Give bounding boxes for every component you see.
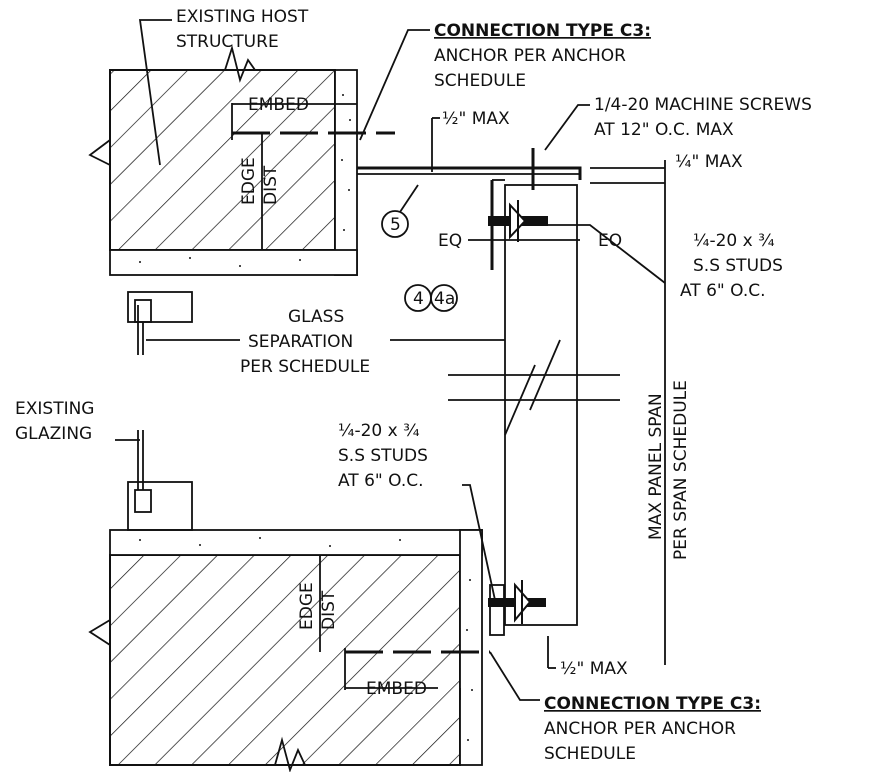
existing-glazing-label-1: EXISTING [15,399,94,419]
callout-4a-circle [430,284,458,312]
eq-right-label: EQ [598,231,622,251]
top-host-structure [88,44,358,276]
existing-glazing-label-2: GLAZING [15,424,92,444]
callout-4-label: 4 [413,289,424,309]
studs-bottom-label-2: S.S STUDS [338,446,428,466]
connection-top-line2: SCHEDULE [434,71,526,91]
panel-break-line [448,339,620,436]
bottom-connection [345,580,546,654]
max-panel-span-label-1: MAX PANEL SPAN [646,393,666,540]
callout-5-circle [381,210,409,238]
glass-separation-label-2: SEPARATION [248,332,353,352]
callout-bubbles [381,210,458,312]
connection-bottom-line2: SCHEDULE [544,744,636,764]
glass-separation-label-3: PER SCHEDULE [240,357,370,377]
glass-separation-label-1: GLASS [288,307,344,327]
callout-4a-label: 4a [434,289,455,309]
annotation-text: EXISTING HOST STRUCTURE CONNECTION TYPE … [15,7,812,764]
edge-dist-top-label-2: DIST [261,165,281,205]
half-max-top-label: ½" MAX [442,109,510,129]
dimension-lines [115,19,666,701]
eq-left-label: EQ [438,231,462,251]
studs-bottom-label-1: ¼-20 x ¾ [338,421,420,441]
edge-dist-top-label-1: EDGE [239,157,259,205]
quarter-max-label: ¼" MAX [675,152,743,172]
max-panel-span-label-2: PER SPAN SCHEDULE [671,380,691,560]
callout-5-label: 5 [390,215,401,235]
studs-right-label-2: S.S STUDS [693,256,783,276]
bottom-concrete-cover-right [459,529,483,766]
edge-dist-bottom-label-1: EDGE [297,582,317,630]
embed-bottom-label: EMBED [366,679,427,699]
bottom-concrete-cover-top [109,529,483,556]
bottom-host-structure [88,529,483,772]
top-glass-panel [504,184,578,626]
embed-top-label: EMBED [248,95,309,115]
existing-host-structure-label-2: STRUCTURE [176,32,279,52]
top-concrete-cover-right [334,69,358,276]
bottom-existing-glazing [127,430,193,531]
top-break-line-top [224,44,256,83]
studs-right-label-1: ¼-20 x ¾ [693,231,775,251]
edge-dist-bottom-label-2: DIST [319,590,339,630]
connection-top-line1: ANCHOR PER ANCHOR [434,46,626,66]
top-connection [232,131,582,626]
top-concrete-cover-bottom [109,249,358,276]
connection-bottom-title: CONNECTION TYPE C3: [544,694,761,714]
bottom-break-line-bottom [274,736,306,772]
machine-screws-label-2: AT 12" O.C. MAX [594,120,734,140]
top-existing-glazing [127,291,193,355]
connection-top-title: CONNECTION TYPE C3: [434,21,651,41]
machine-screws-label-1: 1/4-20 MACHINE SCREWS [594,95,812,115]
top-break-line-left [88,120,111,185]
connection-bottom-line1: ANCHOR PER ANCHOR [544,719,736,739]
existing-host-structure-label-1: EXISTING HOST [176,7,309,27]
half-max-bottom-label: ½" MAX [560,659,628,679]
studs-right-label-3: AT 6" O.C. [680,281,766,301]
studs-bottom-label-3: AT 6" O.C. [338,471,424,491]
bottom-break-line-left [88,600,111,665]
